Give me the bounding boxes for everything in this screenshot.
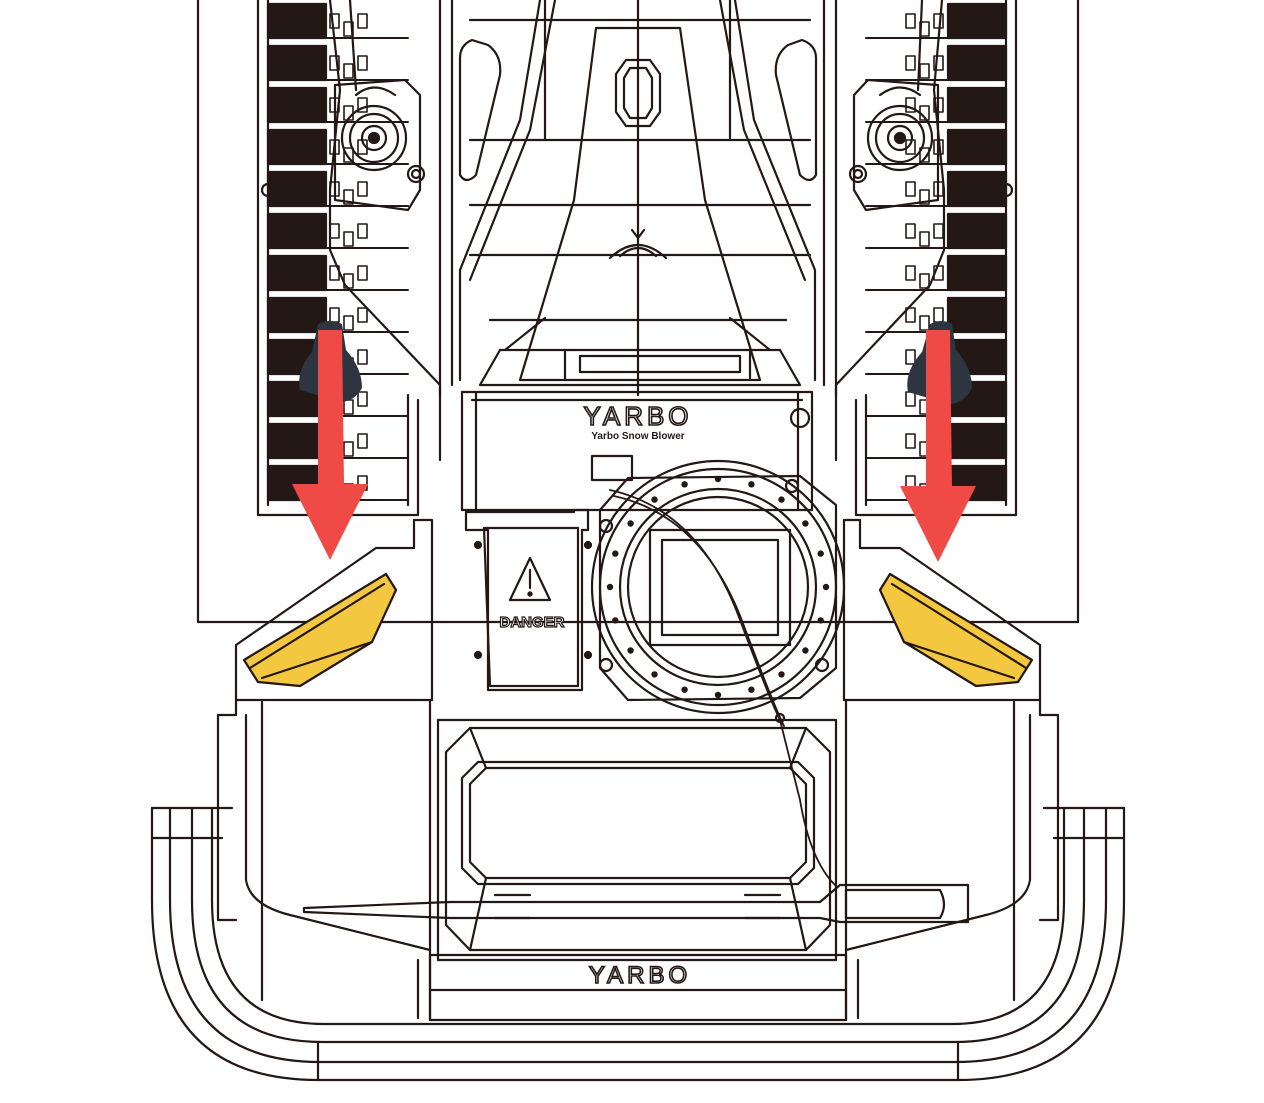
track-tread-segment [865,44,1008,82]
ring-bolt [606,583,614,591]
track-tread-segment [266,86,409,124]
brand-top-text: YARBO [583,401,692,431]
danger-panel [464,508,593,692]
ring-bolt [627,520,634,527]
track-tread-segment [266,296,409,334]
track-tread-segment [266,2,409,40]
ring-bolt [778,496,785,503]
ring-bolt [651,496,658,503]
right-hub [848,78,1014,212]
ring-bolt [612,617,619,624]
track-tread-segment [266,128,409,166]
front-bumper [150,806,1126,1082]
ring-bolt [748,686,755,693]
track-tread-segment [865,254,1008,292]
track-tread-segment [266,212,409,250]
track-tread-segment [865,296,1008,334]
track-tread-segment [266,254,409,292]
left-light [242,572,398,688]
ring-bolt [802,520,809,527]
chute-ring [590,459,846,715]
brand-top-subtext: Yarbo Snow Blower [591,431,684,442]
track-tread-segment [865,212,1008,250]
ring-bolt [627,647,634,654]
ring-bolt [714,475,722,483]
right-track-treads [865,2,1008,502]
ring-bolt [748,481,755,488]
left-hub [260,78,426,212]
danger-label: DANGER [499,614,564,631]
ring-bolt [802,647,809,654]
right-down-arrow [900,330,976,562]
back-panel [196,0,1080,624]
left-down-arrow [292,330,368,560]
ring-bolt [681,686,688,693]
brand-bottom-text: YARBO [589,962,691,989]
right-light [878,572,1034,688]
ring-bolt [651,671,658,678]
chassis-upper [328,0,946,462]
ring-bolt [681,481,688,488]
ring-bolts [606,475,830,699]
track-tread-segment [865,128,1008,166]
ring-bolt [714,691,722,699]
ring-bolt [817,617,824,624]
ring-bolt [817,550,824,557]
ring-bolt [822,583,830,591]
right-track [854,0,1018,517]
lower-housing [216,489,1060,1022]
ring-bolt [612,550,619,557]
track-tread-segment [865,2,1008,40]
track-tread-segment [865,86,1008,124]
ring-bolt [778,671,785,678]
